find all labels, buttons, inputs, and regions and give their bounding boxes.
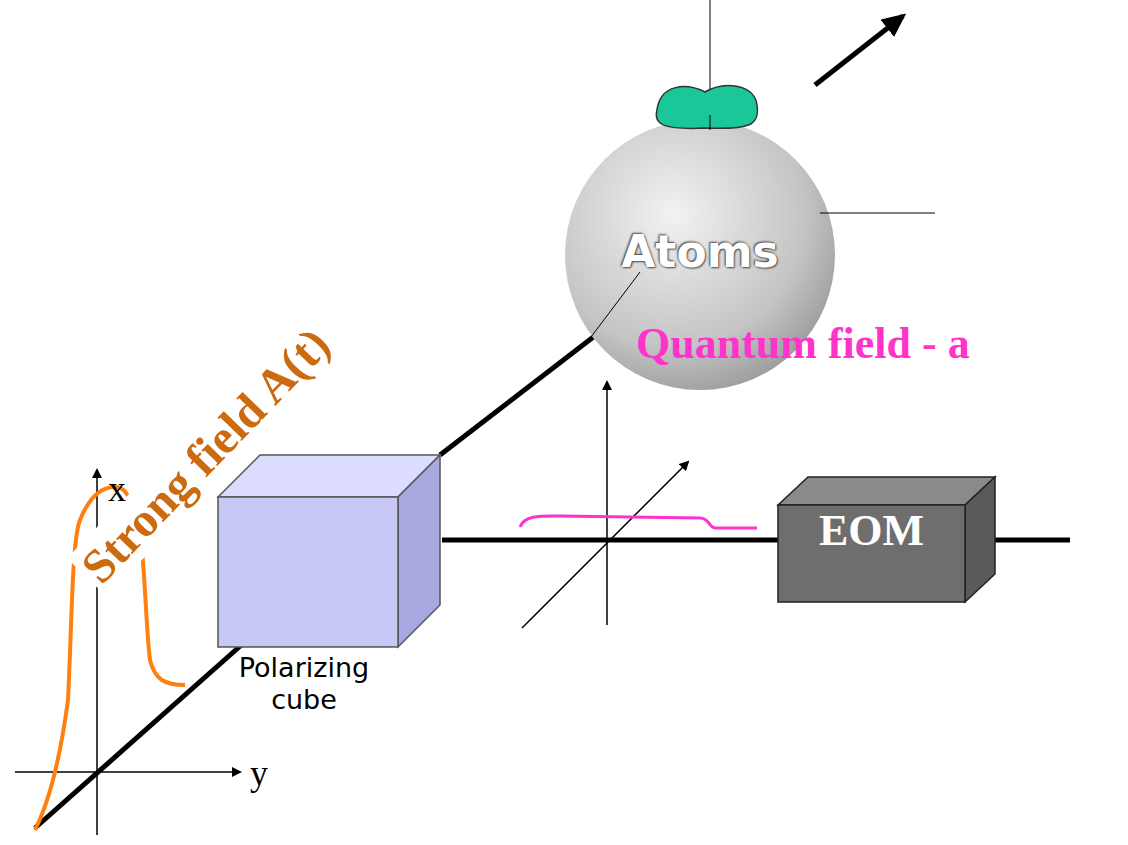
eom-label: EOM	[778, 505, 965, 602]
axis-label: y	[250, 752, 268, 794]
beam-connector	[440, 337, 593, 455]
quantum-pulse	[520, 516, 757, 528]
beam-connector	[442, 538, 778, 543]
atoms-label: Atoms	[565, 226, 835, 277]
cube-label: Polarizing cube	[214, 652, 394, 716]
eom-box: EOM	[778, 477, 998, 604]
polarizing-cube: Polarizing cube	[214, 452, 442, 737]
vertical-axis	[606, 382, 608, 625]
quantum-field-label: Quantum field - a	[636, 318, 970, 369]
depth-axis	[522, 462, 688, 628]
axis-label: x	[108, 468, 126, 510]
y-axis	[15, 771, 240, 773]
exit-arrow	[815, 16, 903, 85]
